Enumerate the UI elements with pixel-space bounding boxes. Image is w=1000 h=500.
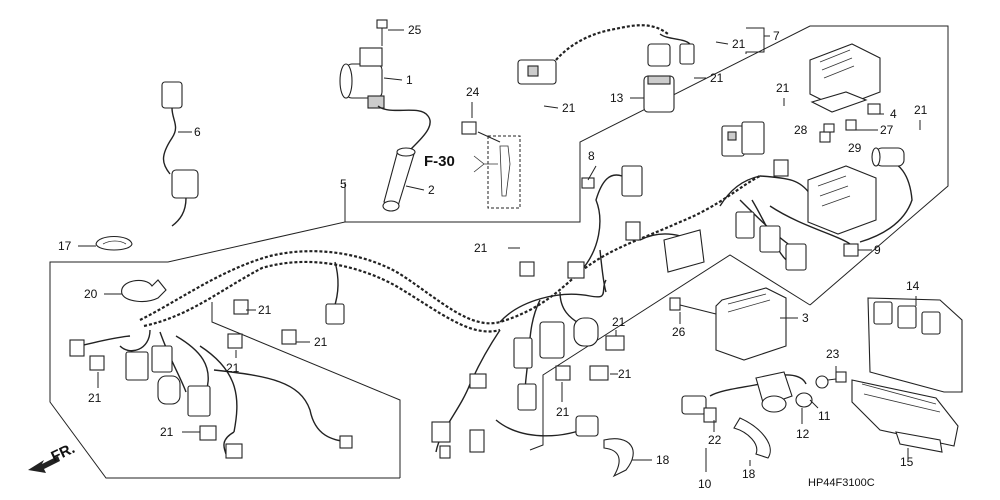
callout-14: 14: [906, 279, 920, 293]
f30-reference: [461, 121, 521, 209]
ecu-14: [867, 297, 963, 393]
spark-plug-cap: [382, 147, 416, 212]
callout-7: 7: [773, 29, 780, 43]
ecu-bracket-15: [851, 379, 959, 453]
callout-20: 20: [84, 287, 98, 301]
frame-right-upper: [345, 25, 949, 306]
callout-21-i: 21: [556, 405, 570, 419]
callout-23: 23: [826, 347, 840, 361]
band-18-right: [733, 417, 771, 459]
callouts: 25 1 2 5 6 17 20 24 F-30 8 7 21 21 13 21…: [58, 23, 928, 491]
regulator-3: [669, 287, 787, 361]
sensor-lead: [161, 81, 199, 227]
fuse-box-base: [807, 165, 877, 235]
callout-3: 3: [802, 311, 809, 325]
callout-21-c: 21: [562, 101, 576, 115]
front-direction-arrow: FR.: [28, 440, 78, 473]
upper-subharness: [517, 24, 695, 85]
clip-17: [95, 235, 133, 251]
bolt-25: [376, 19, 388, 46]
center-parts: [325, 261, 625, 459]
callout-28: 28: [794, 123, 808, 137]
callout-8: 8: [588, 149, 595, 163]
callout-21-a: 21: [732, 37, 746, 51]
callout-5: 5: [340, 177, 347, 191]
frame-center: [529, 254, 811, 451]
callout-21-h: 21: [618, 367, 632, 381]
callout-29: 29: [848, 141, 862, 155]
leader-lines: [78, 27, 921, 472]
left-connectors: [69, 299, 353, 459]
callout-10: 10: [698, 477, 712, 491]
callout-6: 6: [194, 125, 201, 139]
band-20: [121, 279, 167, 303]
fuse-holder-cylinder: [871, 147, 905, 167]
callout-21-k: 21: [314, 335, 328, 349]
sub-harness-10: [681, 371, 847, 423]
callout-24: 24: [466, 85, 480, 99]
callout-18-a: 18: [656, 453, 670, 467]
callout-18-b: 18: [742, 467, 756, 481]
band-18-center: [603, 438, 634, 478]
callout-21-f: 21: [474, 241, 488, 255]
direction-label: FR.: [49, 440, 78, 466]
callout-21-d: 21: [776, 81, 790, 95]
frame-lines: [49, 25, 949, 479]
relay-13: [643, 75, 675, 113]
callout-17: 17: [58, 239, 72, 253]
callout-26: 26: [672, 325, 686, 339]
diagram-code: HP44F3100C: [808, 477, 875, 489]
callout-4: 4: [890, 107, 897, 121]
callout-12: 12: [796, 427, 810, 441]
callout-1: 1: [406, 73, 413, 87]
callout-27: 27: [880, 123, 894, 137]
callout-21-j: 21: [258, 303, 272, 317]
frame-inner-left: [211, 302, 401, 478]
callout-21-g: 21: [612, 315, 626, 329]
callout-25: 25: [408, 23, 422, 37]
callout-21-b: 21: [710, 71, 724, 85]
callout-21-l: 21: [226, 361, 240, 375]
callout-21-m: 21: [88, 391, 102, 405]
ignition-coil: [339, 47, 431, 151]
callout-21-n: 21: [160, 425, 174, 439]
harness-connectors: [581, 121, 859, 273]
callout-11: 11: [818, 409, 831, 423]
callout-2: 2: [428, 183, 435, 197]
callout-21-e: 21: [914, 103, 928, 117]
main-harness: [77, 157, 913, 455]
fuse-box-cover: [809, 43, 881, 113]
callout-15: 15: [900, 455, 914, 469]
callout-13: 13: [610, 91, 624, 105]
callout-22: 22: [708, 433, 722, 447]
callout-9: 9: [874, 243, 881, 257]
callout-f30: F-30: [424, 153, 455, 170]
